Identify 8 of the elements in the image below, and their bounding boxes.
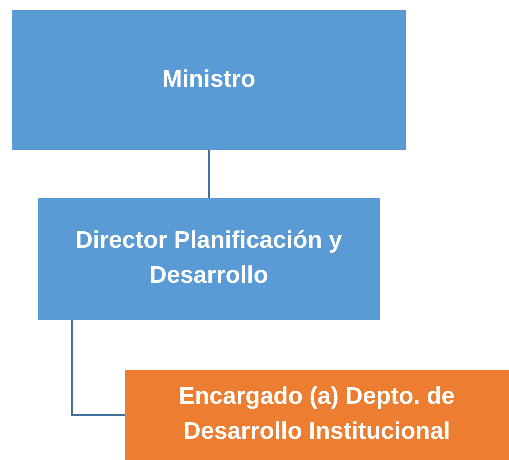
- box-title: Ministro: [162, 64, 256, 95]
- box-title: Encargado (a) Depto. de Desarrollo Institucional: [178, 382, 456, 447]
- org-box: [12, 10, 406, 150]
- org-box: [125, 370, 509, 460]
- connector-line: [71, 320, 125, 416]
- org-box: [38, 198, 380, 320]
- box-title: Director Planificación y Desarrollo: [74, 226, 344, 291]
- connector-line: [208, 150, 210, 198]
